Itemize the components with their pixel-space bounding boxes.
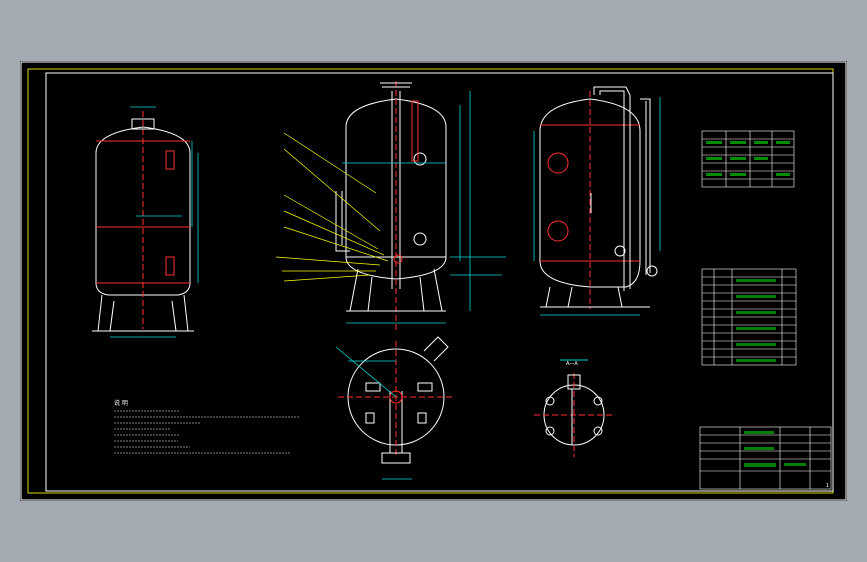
plan-view-a-dims: [335, 346, 412, 480]
section-a-a: [534, 359, 614, 457]
outer-frame: [20, 61, 847, 501]
notes-lines: [114, 410, 300, 454]
drawing-border: [27, 68, 834, 494]
data-table-2: [701, 268, 797, 366]
cad-drawing-canvas: 说 明 A—A: [20, 61, 847, 501]
right-dims: [533, 97, 661, 316]
inner-border: [45, 72, 834, 492]
data-table-1: [701, 130, 795, 188]
plan-view-a: [338, 336, 454, 464]
vessel-left-elevation: [92, 111, 194, 332]
table-2-fill: [736, 279, 776, 362]
center-leaders: [275, 132, 389, 282]
section-label: A—A: [566, 361, 578, 367]
vessel-center-elevation: [335, 81, 447, 331]
sheet-mark: 1: [826, 483, 829, 489]
left-elevation-dims: [110, 106, 199, 338]
title-block-fill: [744, 431, 806, 467]
center-dims: [342, 91, 506, 324]
table-1-fill: [706, 141, 790, 176]
title-block: [699, 426, 832, 490]
vessel-right-elevation: [539, 86, 658, 309]
notes-heading: 说 明: [114, 399, 128, 407]
